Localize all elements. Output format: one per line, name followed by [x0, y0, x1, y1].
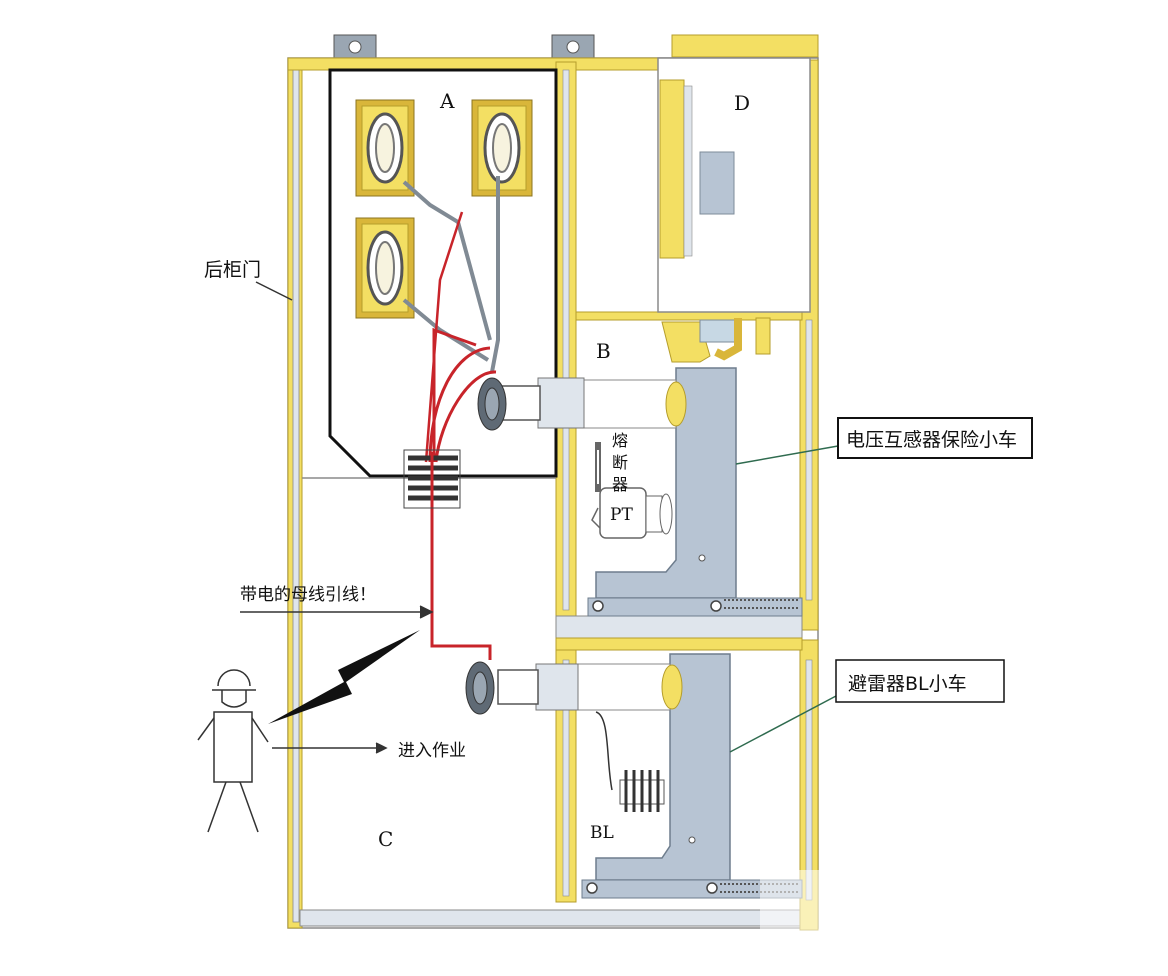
current-transformer-coil — [403, 449, 461, 509]
section-c-label: C — [378, 827, 393, 851]
busbar-cables — [402, 176, 500, 660]
fuse-label-3: 器 — [612, 475, 628, 494]
arrester-cart-leader — [729, 695, 837, 753]
bushing-insulator — [471, 99, 533, 197]
arrester-cart — [465, 653, 803, 899]
compartment-d — [657, 57, 811, 363]
pt-fuse-cart-label: 电压互感器保险小车 — [846, 429, 1017, 451]
lightning-bolt-icon — [268, 630, 420, 724]
person-icon — [197, 669, 269, 833]
arrester-cart-label-box — [835, 659, 1005, 703]
bottom-fade — [760, 870, 1168, 976]
rear-door-label: 后柜门 — [204, 259, 261, 281]
pt-fuse-cart-label-box — [837, 417, 1033, 459]
vertical-partition — [555, 61, 803, 903]
rear-door-leader — [255, 281, 293, 301]
enter-work-label: 进入作业 — [398, 741, 466, 761]
bushing-insulator — [355, 99, 415, 197]
section-d-label: D — [734, 91, 750, 115]
fuse-label-2: 断 — [612, 453, 628, 472]
section-b-label: B — [596, 339, 611, 363]
pt-fuse-cart — [477, 367, 803, 617]
annotation-arrows — [240, 281, 839, 754]
pt-cart-leader — [735, 445, 839, 465]
section-a-label: A — [439, 89, 455, 113]
arrester-cart-label: 避雷器BL小车 — [848, 673, 967, 695]
pt-label: PT — [610, 505, 633, 525]
bl-label: BL — [590, 823, 614, 843]
fuse-label-1: 熔 — [612, 431, 628, 450]
live-busbar-label: 带电的母线引线！ — [240, 585, 376, 605]
